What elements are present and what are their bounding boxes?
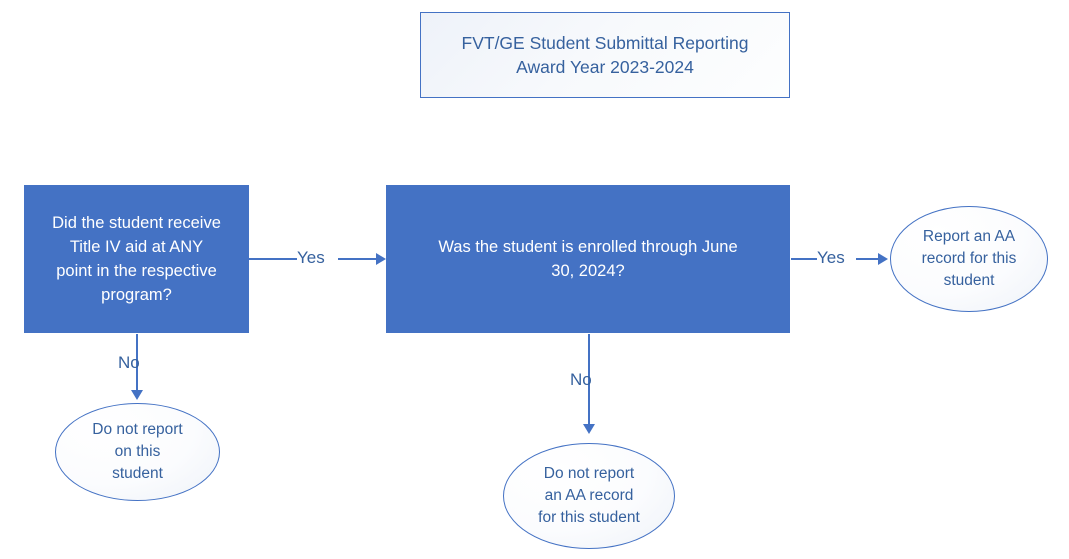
node-title-iv-question[interactable]: Did the student receive Title IV aid at … [24,185,249,333]
node-enrolled-question[interactable]: Was the student is enrolled through June… [386,185,790,333]
node-report-aa-record[interactable]: Report an AA record for this student [890,206,1048,312]
edge-label-no-titleiv-to-no-report: No [118,353,140,372]
edge-no-enrolled-to-no-aa-line [588,334,590,424]
node-do-not-report-aa-record-label: Do not report an AA record for this stud… [538,465,640,526]
arrow-down-icon [131,390,143,400]
node-report-aa-record-label: Report an AA record for this student [921,228,1017,289]
edge-yes-titleiv-to-enrolled-line-left [249,258,297,260]
node-title-iv-label: Did the student receive Title IV aid at … [52,214,221,304]
node-enrolled-label: Was the student is enrolled through June… [438,238,738,280]
edge-label-yes-enrolled-to-report-aa: Yes [817,248,845,267]
diagram-title-box: FVT/GE Student Submittal Reporting Award… [420,12,790,98]
arrow-down-icon [583,424,595,434]
edge-yes-titleiv-to-enrolled-line-right [338,258,376,260]
node-do-not-report[interactable]: Do not report on this student [55,403,220,501]
node-do-not-report-aa-record[interactable]: Do not report an AA record for this stud… [503,443,675,549]
edge-label-yes-titleiv-to-enrolled: Yes [297,248,325,267]
edge-label-no-enrolled-to-no-aa: No [570,370,592,389]
node-do-not-report-label: Do not report on this student [92,421,183,482]
edge-no-titleiv-to-no-report-line [136,334,138,390]
arrow-right-icon [376,253,386,265]
edge-yes-enrolled-to-report-aa-line-left [791,258,817,260]
diagram-title-text: FVT/GE Student Submittal Reporting Award… [461,33,749,77]
arrow-right-icon [878,253,888,265]
edge-yes-enrolled-to-report-aa-line-right [856,258,878,260]
